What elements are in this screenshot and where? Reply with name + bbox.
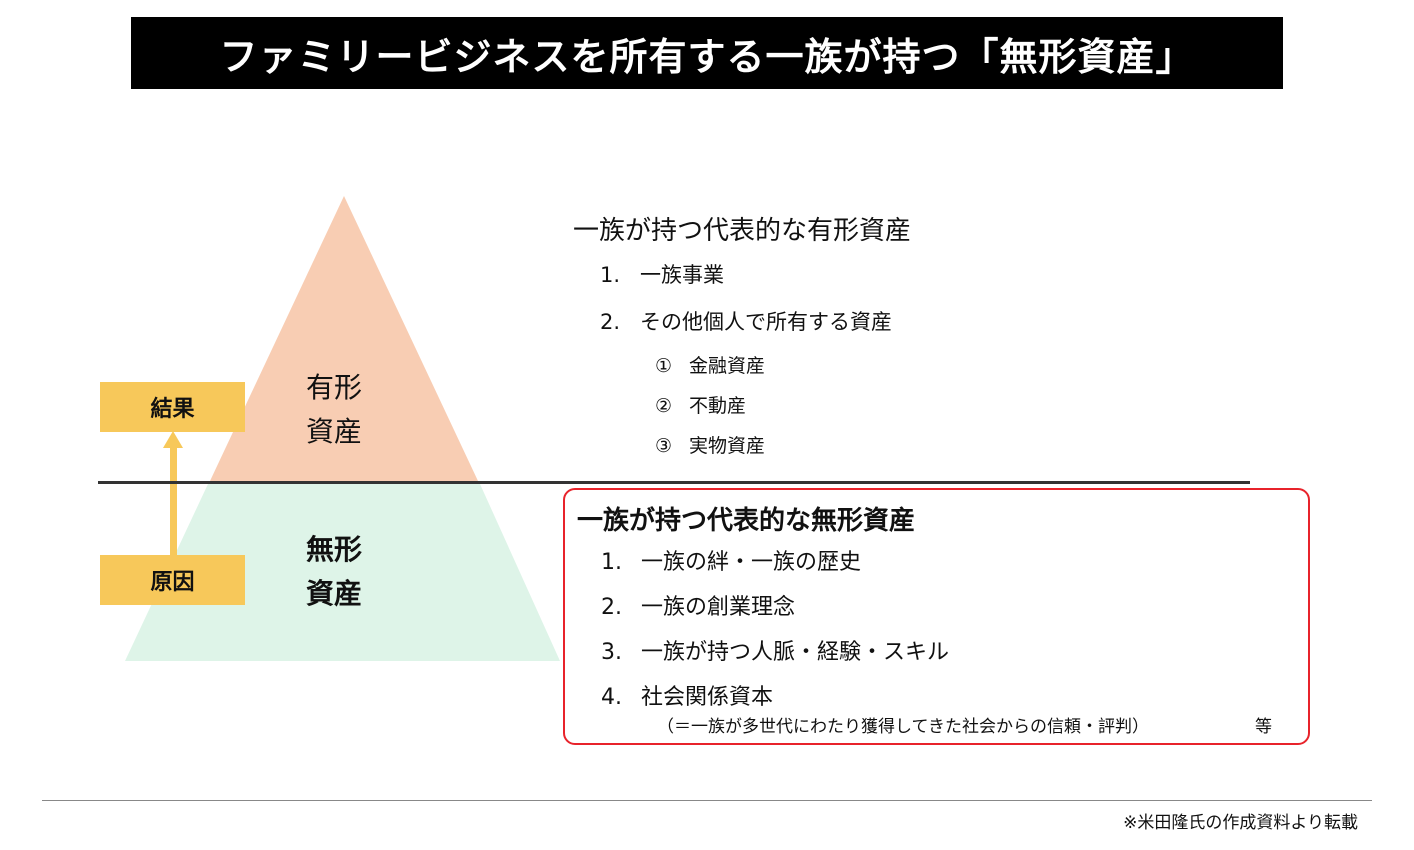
- sub-item-text: 金融資産: [689, 355, 766, 377]
- item-number: 2.: [600, 310, 621, 334]
- item-text: その他個人で所有する資産: [640, 310, 892, 334]
- item-text: 一族の創業理念: [641, 595, 796, 620]
- arrow-head: [163, 431, 183, 448]
- sub-item-text: 不動産: [689, 395, 747, 417]
- tangible-assets-label: 有形 資産: [306, 366, 362, 454]
- intangible-assets-list: 1.一族の絆・一族の歴史 2.一族の創業理念 3.一族が持つ人脈・経験・スキル …: [601, 540, 949, 720]
- item-number: 3.: [601, 640, 622, 665]
- cause-to-result-arrow: [170, 446, 177, 558]
- intangible-assets-label: 無形 資産: [306, 528, 362, 616]
- sub-item-number: ①: [655, 355, 673, 377]
- intangible-label-line1: 無形: [306, 533, 363, 566]
- intangible-assets-trapezoid: [125, 484, 560, 661]
- intangible-label-line2: 資産: [306, 577, 363, 610]
- list-item: 3. 一族が持つ人脈・経験・スキル: [601, 630, 949, 675]
- item-text: 一族が持つ人脈・経験・スキル: [641, 640, 950, 665]
- result-label: 結果: [100, 382, 245, 432]
- footer-divider: [42, 800, 1372, 801]
- intangible-assets-heading: 一族が持つ代表的な無形資産: [577, 506, 916, 536]
- tangible-label-line1: 有形: [306, 371, 363, 404]
- list-item: 1. 一族の絆・一族の歴史: [601, 540, 949, 585]
- page-title: ファミリービジネスを所有する一族が持つ「無形資産」: [219, 34, 1195, 79]
- item-text: 一族事業: [640, 263, 724, 287]
- tangible-assets-list: 一族が持つ代表的な有形資産 1. 一族事業 2. その他個人で所有する資産 ① 金融資…: [573, 210, 1273, 466]
- tangible-assets-triangle: [210, 196, 478, 481]
- item-number: 1.: [600, 263, 621, 287]
- sub-item-number: ②: [655, 395, 673, 417]
- list-item: 1. 一族事業: [573, 252, 1273, 299]
- sub-list-item: ① 金融資産: [573, 346, 1273, 386]
- etc-label: 等: [1255, 717, 1272, 737]
- sub-list-item: ② 不動産: [573, 386, 1273, 426]
- intangible-assets-box: 一族が持つ代表的な無形資産 1. 一族の絆・一族の歴史 2. 一族の創業理念 3. 一…: [563, 488, 1310, 745]
- section-divider: [98, 481, 1250, 484]
- source-note: ※米田隆氏の作成資料より転載: [1123, 813, 1358, 833]
- item-number: 2.: [601, 595, 622, 620]
- item-text: 一族の絆・一族の歴史: [641, 550, 862, 575]
- tangible-label-line2: 資産: [306, 415, 363, 448]
- list-item: 4. 社会関係資本: [601, 675, 949, 720]
- item-number: 4.: [601, 685, 622, 710]
- list-item: 2. その他個人で所有する資産: [573, 299, 1273, 346]
- title-bar: ファミリービジネスを所有する一族が持つ「無形資産」: [131, 17, 1283, 89]
- sub-item-text: 実物資産: [689, 435, 766, 457]
- cause-label: 原因: [100, 555, 245, 605]
- sub-list-item: ③ 実物資産: [573, 426, 1273, 466]
- item-number: 1.: [601, 550, 622, 575]
- item-text: 社会関係資本: [641, 685, 774, 710]
- sub-item-number: ③: [655, 435, 673, 457]
- social-capital-note: （＝一族が多世代にわたり獲得してきた社会からの信頼・評判）: [657, 717, 1149, 737]
- tangible-assets-heading: 一族が持つ代表的な有形資産: [573, 216, 912, 246]
- list-item: 2. 一族の創業理念: [601, 585, 949, 630]
